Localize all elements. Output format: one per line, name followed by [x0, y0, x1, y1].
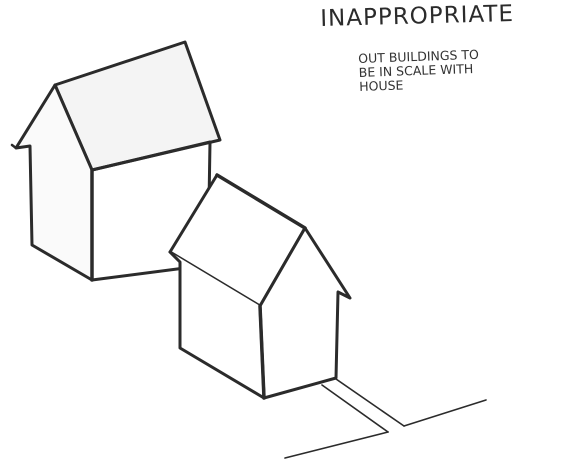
heading-text: INAPPROPRIATE	[320, 1, 514, 32]
annotation-note: OUT BUILDINGS TO BE IN SCALE WITH HOUSE	[358, 45, 559, 94]
small-house	[170, 175, 350, 398]
walkway-lines	[285, 379, 486, 458]
